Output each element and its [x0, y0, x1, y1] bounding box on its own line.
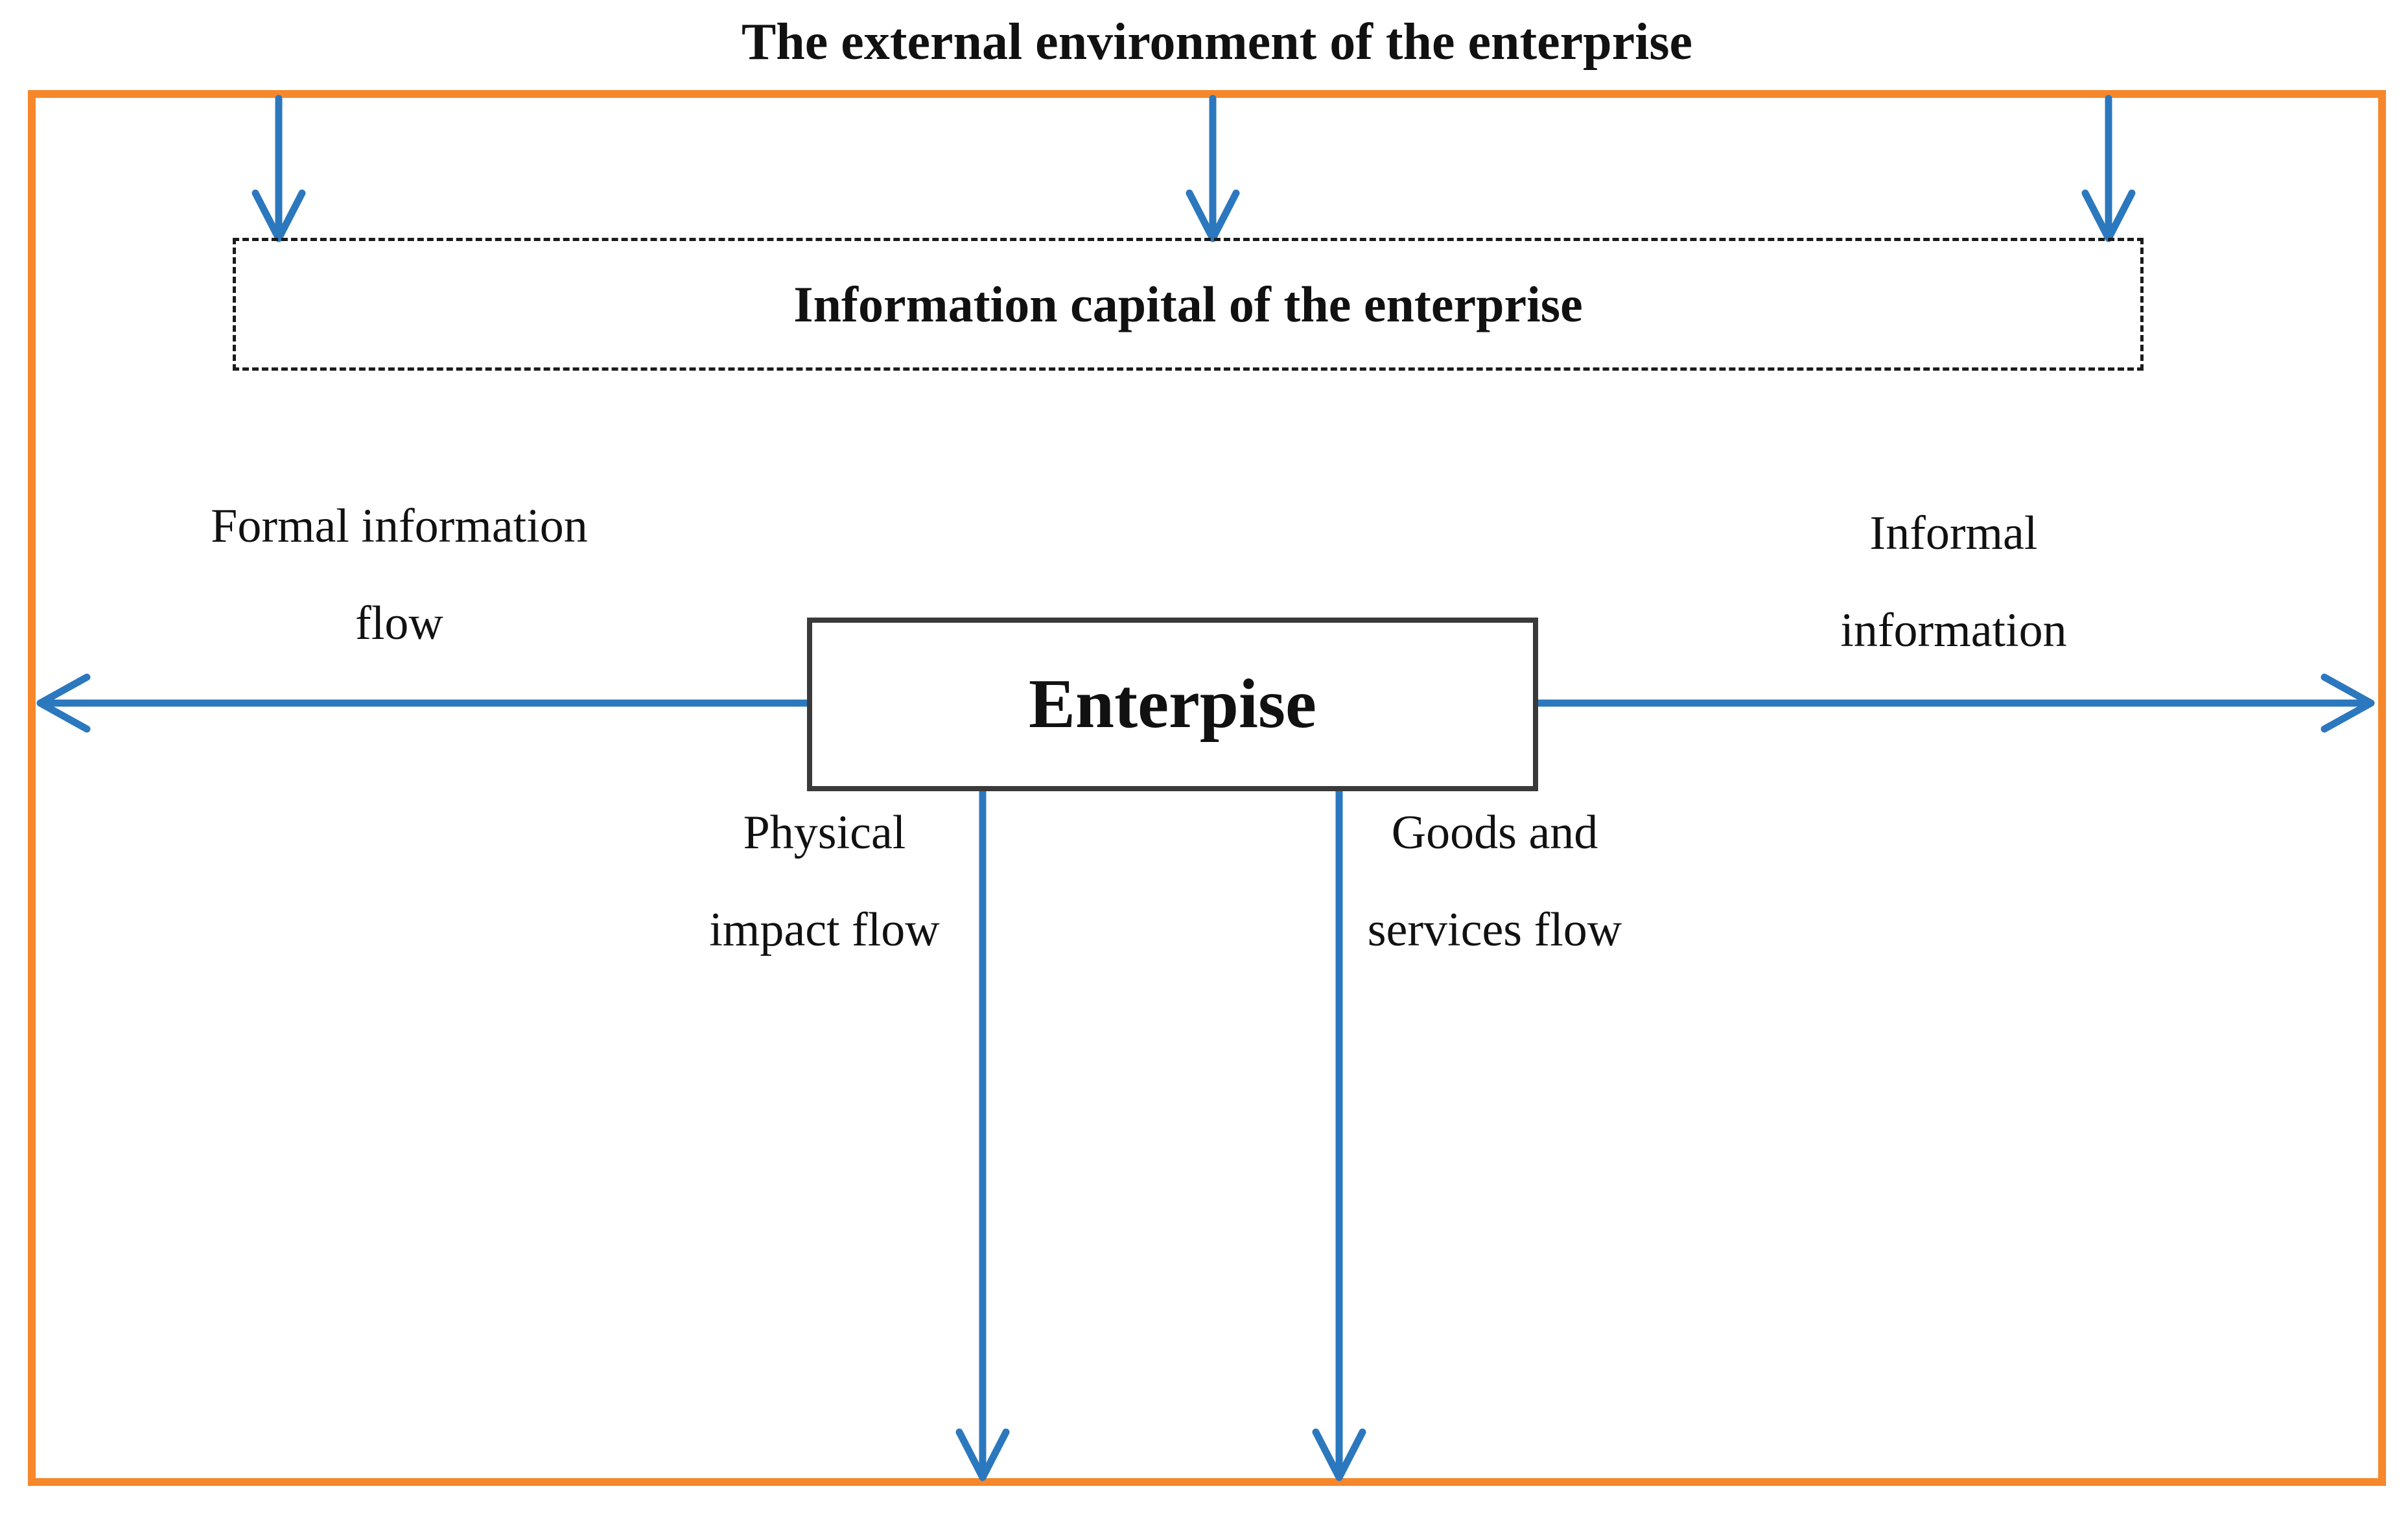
formal-flow-line1: Formal information	[211, 500, 588, 553]
goods-services-arrow	[1312, 787, 1366, 1481]
env-input-arrow-right	[2081, 95, 2136, 242]
informal-information-label: Informal information	[1727, 485, 2180, 679]
information-capital-box: Information capital of the enterprise	[233, 238, 2144, 371]
physical-flow-line2: impact flow	[709, 903, 940, 956]
informal-flow-arrow	[1534, 673, 2375, 733]
physical-impact-flow-label: Physical impact flow	[598, 784, 1051, 979]
formal-flow-line2: flow	[355, 597, 443, 650]
physical-flow-line1: Physical	[743, 806, 906, 859]
goods-services-flow-label: Goods and services flow	[1268, 784, 1722, 979]
enterprise-box: Enterpise	[807, 618, 1538, 791]
goods-flow-line1: Goods and	[1391, 806, 1598, 859]
external-environment-border	[28, 90, 2386, 1486]
enterprise-label: Enterpise	[1029, 666, 1316, 743]
env-input-arrow-middle	[1186, 95, 1240, 242]
goods-flow-line2: services flow	[1367, 903, 1622, 956]
informal-flow-line1: Informal	[1869, 507, 2038, 560]
information-capital-label: Information capital of the enterprise	[793, 275, 1583, 332]
diagram-title: The external environment of the enterpri…	[741, 14, 1693, 71]
env-input-arrow-left	[251, 95, 306, 242]
informal-flow-line2: information	[1840, 604, 2067, 657]
formal-information-flow-label: Formal information flow	[108, 478, 691, 672]
physical-impact-arrow	[955, 787, 1010, 1481]
formal-flow-arrow	[36, 673, 811, 733]
